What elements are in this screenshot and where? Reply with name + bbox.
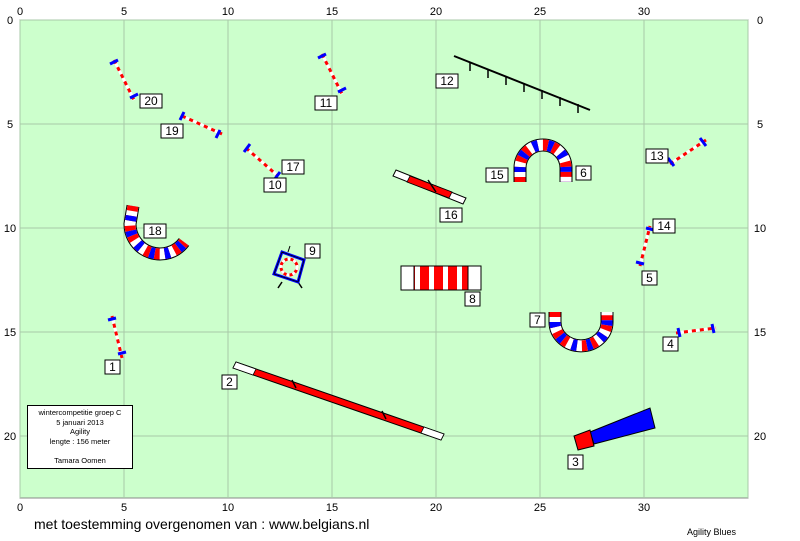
x-tick-label: 20 xyxy=(430,6,442,18)
number-box-13: 13 xyxy=(645,148,669,164)
x-tick-label: 30 xyxy=(638,502,650,514)
obstacle-number: 17 xyxy=(286,160,300,174)
axis-bottom-labels: 0 5 10 15 20 25 30 xyxy=(17,502,650,514)
tunnel-6-15 xyxy=(513,138,573,182)
obstacle-number: 15 xyxy=(490,168,504,182)
obstacle-number: 14 xyxy=(657,219,671,233)
x-tick-label: 30 xyxy=(638,6,650,18)
obstacle-number: 13 xyxy=(650,149,664,163)
obstacle-number: 8 xyxy=(469,292,476,306)
x-tick-label: 25 xyxy=(534,6,546,18)
y-tick-label: 15 xyxy=(4,327,16,339)
y-tick-label: 20 xyxy=(754,431,766,443)
obstacle-number: 16 xyxy=(444,208,458,222)
permission-text: met toestemming overgenomen van : www.be… xyxy=(34,516,370,532)
x-tick-label: 15 xyxy=(326,6,338,18)
obstacle-number: 12 xyxy=(440,74,454,88)
x-tick-label: 5 xyxy=(121,6,127,18)
number-box-7: 7 xyxy=(529,312,546,328)
obstacle-number: 3 xyxy=(572,455,579,469)
number-box-15: 15 xyxy=(485,167,509,183)
y-tick-label: 0 xyxy=(757,15,763,27)
number-box-16: 16 xyxy=(439,207,463,223)
obstacle-number: 6 xyxy=(580,166,587,180)
x-tick-label: 5 xyxy=(121,502,127,514)
obstacle-number: 18 xyxy=(148,224,162,238)
axis-right-labels: 0 5 10 15 20 xyxy=(754,15,766,443)
x-tick-label: 0 xyxy=(17,6,23,18)
y-tick-label: 20 xyxy=(4,431,16,443)
info-length: lengte : 156 meter xyxy=(49,436,111,446)
jump-1 xyxy=(107,315,127,359)
number-box-2: 2 xyxy=(221,374,238,390)
info-date: 5 januari 2013 xyxy=(56,417,104,427)
number-box-1: 1 xyxy=(104,359,121,375)
weave-poles-12 xyxy=(453,55,591,113)
x-tick-label: 10 xyxy=(222,6,234,18)
y-tick-label: 15 xyxy=(754,327,766,339)
x-tick-label: 15 xyxy=(326,502,338,514)
seesaw-16 xyxy=(392,169,467,205)
tire-9 xyxy=(272,245,306,289)
number-box-6: 6 xyxy=(575,165,592,181)
info-spacer xyxy=(28,446,132,456)
axis-top-labels: 0 5 10 15 20 25 30 xyxy=(17,6,650,18)
number-box-5: 5 xyxy=(641,270,658,286)
dogwalk-2 xyxy=(232,361,445,441)
jump-19 xyxy=(178,111,223,139)
y-tick-label: 10 xyxy=(754,223,766,235)
obstacle-number: 19 xyxy=(165,124,179,138)
y-tick-label: 5 xyxy=(757,119,763,131)
chute-3 xyxy=(573,407,656,451)
number-box-10: 10 xyxy=(263,177,287,193)
number-box-12: 12 xyxy=(435,73,459,89)
tunnel-18 xyxy=(123,204,190,261)
number-box-19: 19 xyxy=(160,123,184,139)
x-tick-label: 10 xyxy=(222,502,234,514)
obstacle-number: 2 xyxy=(226,375,233,389)
obstacle-number: 7 xyxy=(534,313,541,327)
info-judge: Tamara Oomen xyxy=(54,455,106,465)
obstacle-number: 10 xyxy=(268,178,282,192)
y-tick-label: 10 xyxy=(4,223,16,235)
number-box-18: 18 xyxy=(143,223,167,239)
number-box-11: 11 xyxy=(314,95,338,111)
y-tick-label: 0 xyxy=(7,15,13,27)
x-tick-label: 0 xyxy=(17,502,23,514)
obstacle-number: 4 xyxy=(667,337,674,351)
number-box-14: 14 xyxy=(652,218,676,234)
obstacle-number: 9 xyxy=(309,244,316,258)
number-box-8: 8 xyxy=(464,291,481,307)
jump-20 xyxy=(109,58,139,101)
info-discipline: Agility xyxy=(69,427,90,436)
obstacle-number: 5 xyxy=(646,271,653,285)
info-competition: wintercompetitie groep C xyxy=(38,408,122,417)
number-box-17: 17 xyxy=(281,159,305,175)
obstacle-number: 11 xyxy=(320,96,333,110)
course-info-box: wintercompetitie groep C 5 januari 2013 … xyxy=(27,405,133,469)
number-box-4: 4 xyxy=(662,336,679,352)
jump-13 xyxy=(666,137,708,167)
tunnel-8 xyxy=(400,265,482,291)
obstacle-number: 1 xyxy=(109,360,116,374)
y-tick-label: 5 xyxy=(7,119,13,131)
jump-4 xyxy=(675,323,717,338)
jump-11 xyxy=(317,52,347,95)
number-box-3: 3 xyxy=(567,454,584,470)
x-tick-label: 25 xyxy=(534,502,546,514)
x-tick-label: 20 xyxy=(430,502,442,514)
axis-left-labels: 0 5 10 15 20 xyxy=(4,15,16,443)
tunnel-7 xyxy=(548,312,614,353)
number-box-20: 20 xyxy=(139,93,163,109)
obstacle-number: 20 xyxy=(144,94,158,108)
credit-text: Agility Blues xyxy=(687,527,737,537)
number-box-9: 9 xyxy=(304,243,321,259)
